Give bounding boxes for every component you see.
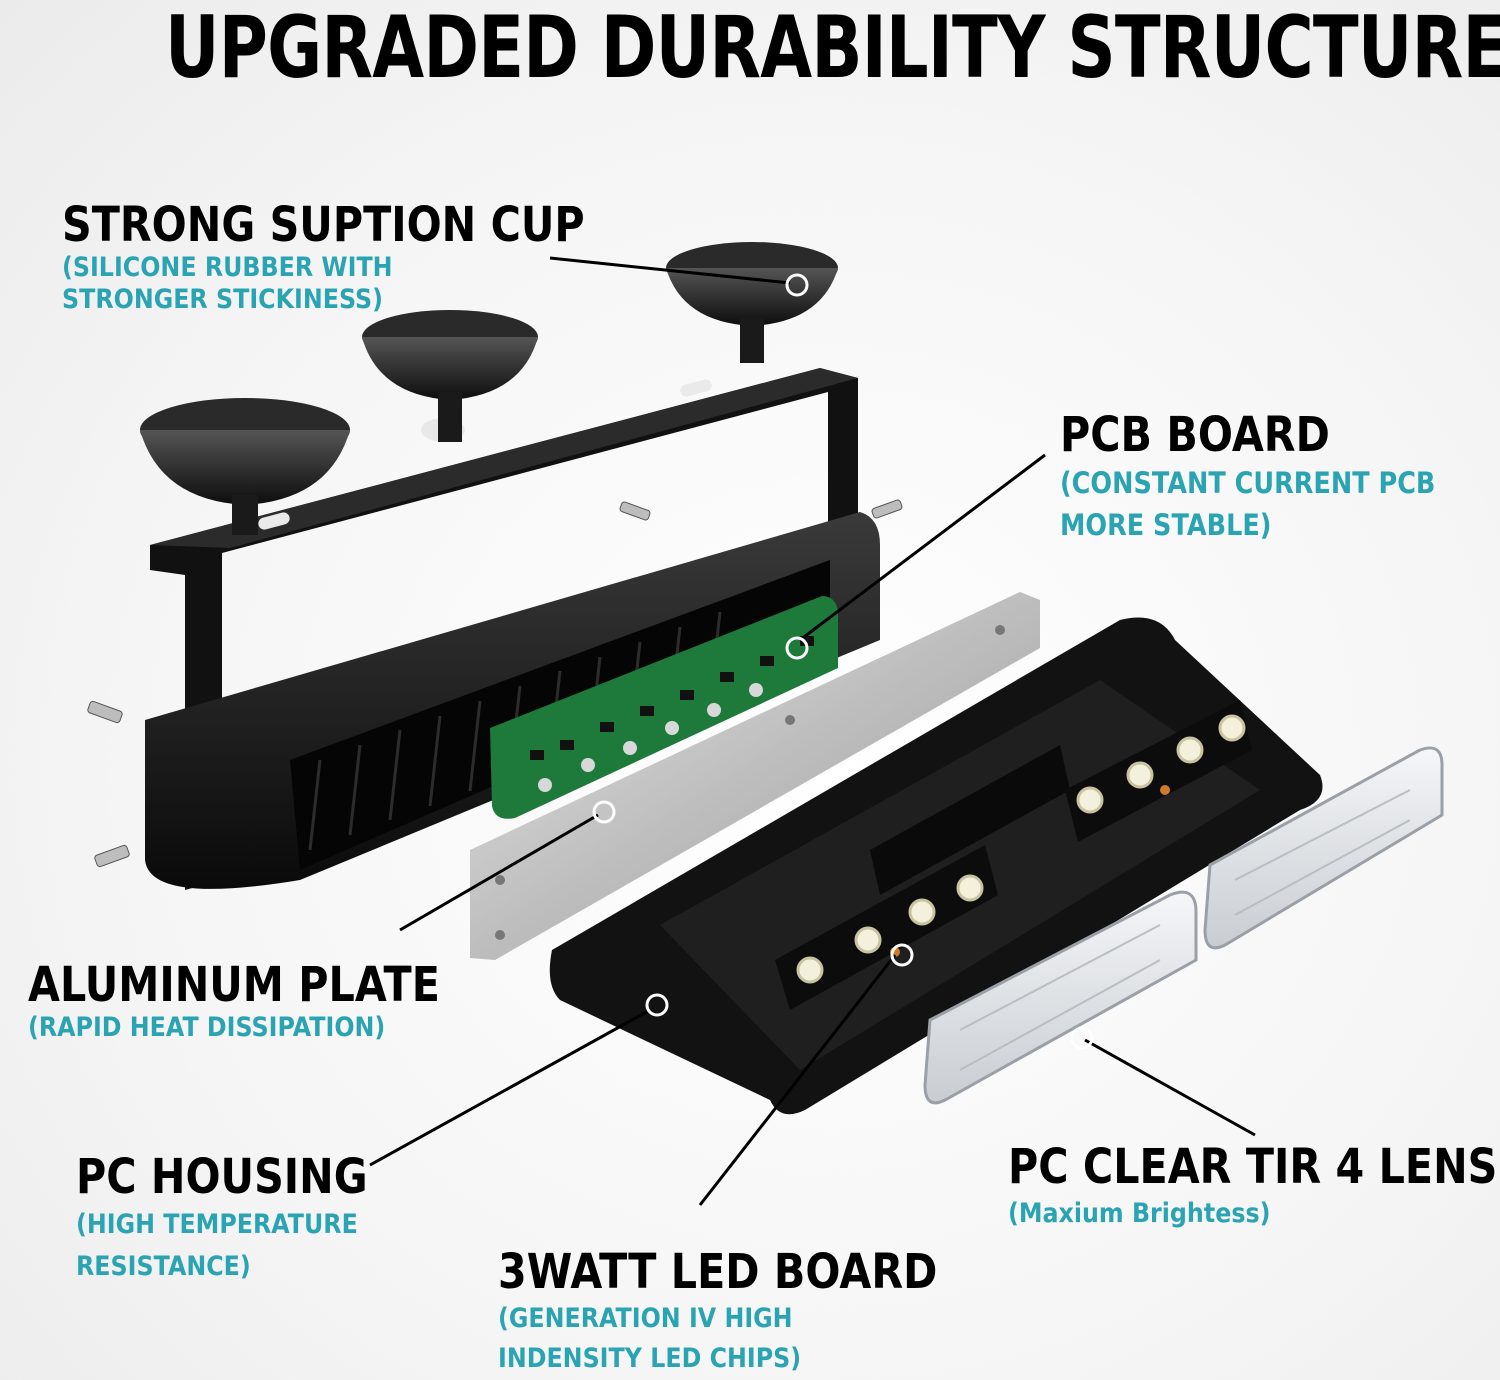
callout-suction-cup: STRONG SUPTION CUP (SILICONE RUBBER WITH…: [62, 198, 670, 316]
callout-aluminum-plate: ALUMINUM PLATE (RAPID HEAT DISSIPATION): [28, 958, 507, 1044]
suction-cup-middle: [362, 310, 538, 442]
pcb-board: [490, 596, 838, 819]
aluminum-plate: [470, 592, 1040, 960]
callout-heading: 3WATT LED BOARD: [498, 1244, 938, 1300]
callout-heading: PC HOUSING: [76, 1149, 368, 1205]
page-title: UPGRADED DURABILITY STRUCTURE: [165, 0, 1500, 98]
suction-cup-left: [140, 398, 350, 535]
callout-subtext: (CONSTANT CURRENT PCB: [1060, 466, 1436, 500]
callout-led-board: 3WATT LED BOARD (GENERATION IV HIGH INDE…: [498, 1245, 1009, 1379]
callout-pcb-board: PCB BOARD (CONSTANT CURRENT PCB MORE STA…: [1060, 408, 1487, 546]
lens-right: [1203, 746, 1444, 950]
callout-pc-housing: PC HOUSING (HIGH TEMPERATURE RESISTANCE): [76, 1150, 415, 1288]
callout-heading: STRONG SUPTION CUP: [62, 197, 585, 253]
callout-subtext: (Maxium Brightess): [1008, 1198, 1271, 1229]
callout-leaders: [369, 256, 1256, 1206]
callout-markers: [592, 273, 1094, 1050]
screws: [87, 499, 903, 868]
callout-lens: PC CLEAR TIR 4 LENS (Maxium Brightess): [1008, 1140, 1500, 1234]
lens-left: [923, 890, 1198, 1105]
led-board-front: [775, 845, 998, 1010]
callout-subtext: MORE STABLE): [1060, 508, 1272, 542]
callout-subtext: (GENERATION IV HIGH: [498, 1303, 793, 1334]
callout-subtext: (HIGH TEMPERATURE: [76, 1209, 358, 1240]
callout-subtext: (SILICONE RUBBER WITH: [62, 252, 393, 283]
callout-heading: ALUMINUM PLATE: [28, 957, 440, 1013]
callout-subtext: STRONGER STICKINESS): [62, 284, 383, 315]
callout-heading: PC CLEAR TIR 4 LENS: [1008, 1139, 1498, 1195]
callout-heading: PCB BOARD: [1060, 407, 1330, 463]
callout-subtext: INDENSITY LED CHIPS): [498, 1343, 802, 1374]
callout-subtext: RESISTANCE): [76, 1251, 251, 1282]
suction-cup-right: [666, 242, 838, 363]
led-board-rear: [1065, 700, 1252, 842]
callout-subtext: (RAPID HEAT DISSIPATION): [28, 1012, 386, 1043]
